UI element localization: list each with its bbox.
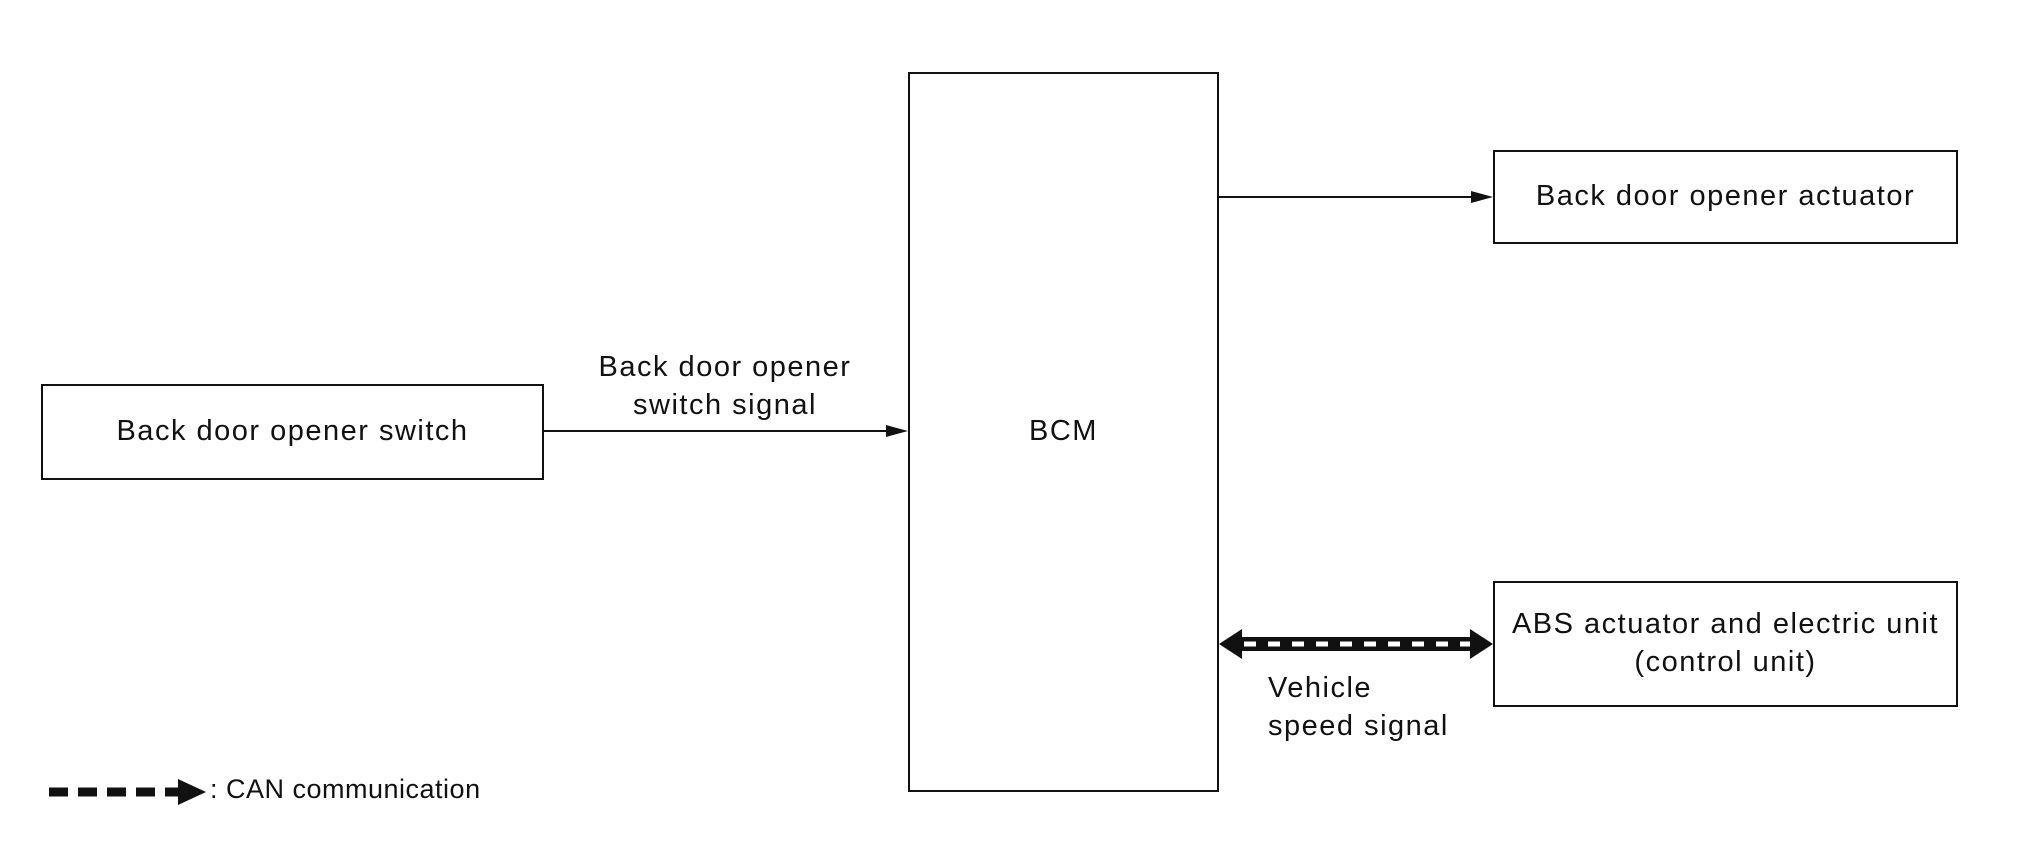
switch-to-bcm-arrowhead	[886, 425, 908, 437]
can-bus-connection	[1219, 629, 1493, 659]
back-door-opener-switch-box: Back door opener switch	[41, 384, 544, 480]
abs-actuator-label: ABS actuator and electric unit (control …	[1511, 608, 1940, 678]
can-legend-symbol	[49, 779, 206, 805]
can-arrowhead-right	[1470, 629, 1493, 659]
bcm-label: BCM	[1029, 415, 1098, 448]
vehicle-speed-signal-label: Vehicle speed signal	[1268, 672, 1449, 742]
switch-signal-label: Back door opener switch signal	[598, 351, 852, 421]
back-door-opener-actuator-label: Back door opener actuator	[1535, 180, 1916, 213]
back-door-opener-actuator-box: Back door opener actuator	[1493, 150, 1958, 244]
bcm-to-actuator-arrowhead	[1471, 191, 1493, 203]
back-door-opener-switch-label: Back door opener switch	[116, 415, 469, 448]
abs-actuator-box: ABS actuator and electric unit (control …	[1493, 581, 1958, 707]
bcm-box: BCM	[908, 72, 1219, 792]
can-communication-legend-label: : CAN communication	[210, 774, 481, 804]
can-arrowhead-left	[1219, 629, 1242, 659]
